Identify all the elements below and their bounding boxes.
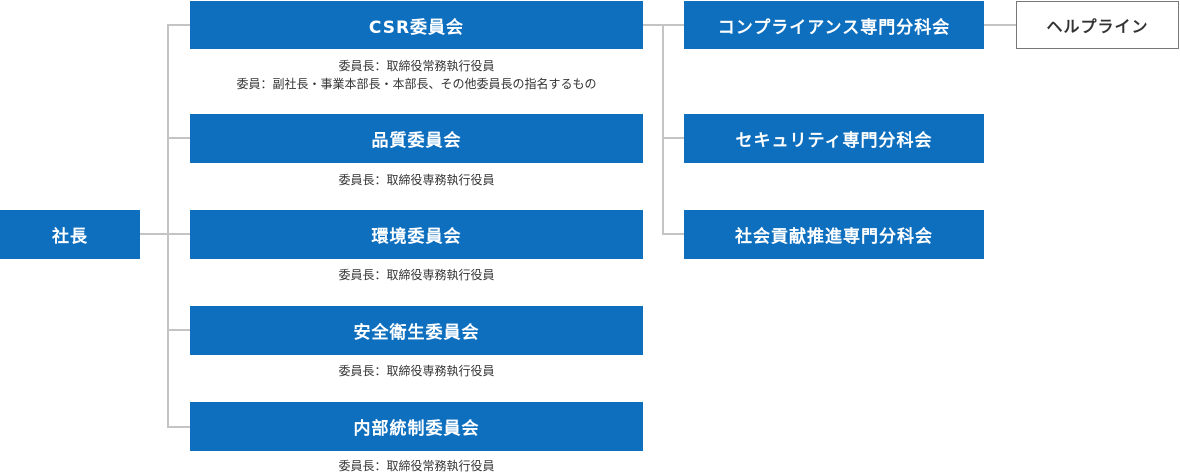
committee-box-quality: 品質委員会 xyxy=(190,114,643,163)
committee-label-csr: CSR委員会 xyxy=(368,17,465,38)
committee-box-environment: 環境委員会 xyxy=(190,210,643,259)
committee-note-quality: 委員長：取締役専務執行役員 xyxy=(190,171,643,189)
subcommittee-box-security: セキュリティ専門分科会 xyxy=(684,114,984,163)
connector-to-compliance xyxy=(662,24,684,26)
subcommittee-box-compliance: コンプライアンス専門分科会 xyxy=(684,1,984,49)
subcommittee-label-security: セキュリティ専門分科会 xyxy=(735,131,933,151)
president-box: 社長 xyxy=(0,210,140,259)
committee-note-csr-line-1: 委員長：取締役常務執行役員 xyxy=(338,59,495,73)
connector-to-environment xyxy=(167,233,190,235)
committee-note-internal-control: 委員長：取締役常務執行役員 xyxy=(190,457,643,475)
committee-box-safety: 安全衛生委員会 xyxy=(190,306,643,355)
committee-note-environment-line-1: 委員長：取締役専務執行役員 xyxy=(338,268,495,282)
connector-to-social xyxy=(662,233,684,235)
subcommittee-label-social-contribution: 社会貢献推進専門分科会 xyxy=(735,227,933,247)
connector-to-security xyxy=(662,137,684,139)
committee-label-safety: 安全衛生委員会 xyxy=(353,323,480,343)
committee-box-csr: CSR委員会 xyxy=(190,1,643,49)
subcommittee-box-social-contribution: 社会貢献推進専門分科会 xyxy=(684,210,984,259)
connector-to-quality xyxy=(167,137,190,139)
helpline-box: ヘルプライン xyxy=(1016,1,1179,49)
committee-label-environment: 環境委員会 xyxy=(371,227,462,247)
committee-note-quality-line-1: 委員長：取締役専務執行役員 xyxy=(338,173,495,187)
committee-box-internal-control: 内部統制委員会 xyxy=(190,402,643,451)
committee-note-csr-line-2: 委員：副社長・事業本部長・本部長、その他委員長の指名するもの xyxy=(236,77,597,91)
connector-csr-to-subtrunk xyxy=(642,24,664,26)
connector-compliance-to-helpline xyxy=(983,24,1016,26)
connector-committee-trunk xyxy=(167,24,169,428)
committee-note-safety-line-1: 委員長：取締役専務執行役員 xyxy=(338,364,495,378)
committee-note-internal-control-line-1: 委員長：取締役常務執行役員 xyxy=(338,459,495,473)
connector-to-csr xyxy=(167,24,190,26)
helpline-label: ヘルプライン xyxy=(1046,17,1149,36)
committee-note-csr: 委員長：取締役常務執行役員 委員：副社長・事業本部長・本部長、その他委員長の指名… xyxy=(190,57,643,93)
connector-sub-trunk xyxy=(662,24,664,235)
connector-to-internal-control xyxy=(167,426,190,428)
connector-to-safety xyxy=(167,329,190,331)
committee-label-quality: 品質委員会 xyxy=(371,131,462,151)
subcommittee-label-compliance: コンプライアンス専門分科会 xyxy=(717,17,951,38)
connector-president-to-trunk xyxy=(140,233,169,235)
president-label: 社長 xyxy=(52,227,88,247)
committee-note-environment: 委員長：取締役専務執行役員 xyxy=(190,266,643,284)
committee-note-safety: 委員長：取締役専務執行役員 xyxy=(190,362,643,380)
committee-label-internal-control: 内部統制委員会 xyxy=(353,419,480,439)
